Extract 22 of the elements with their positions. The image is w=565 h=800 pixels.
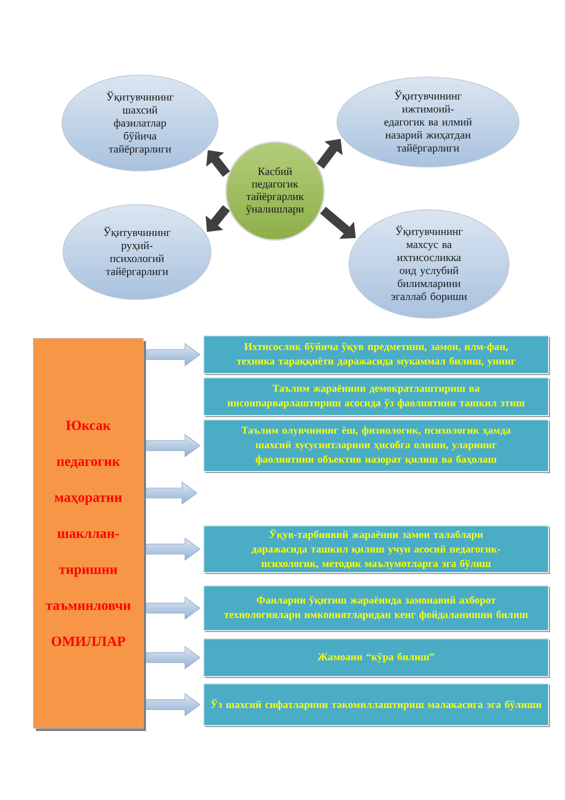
text-box: Ихтисослик бўйича ўқув предметини, замон, илм-фан, техника тараққиёти даражасида мукаммал билиш, унинг [203,335,550,375]
block-arrow [146,693,200,716]
text-box: Таълим олувчининг ёш, физиологик, психологик ҳамда шахсий хусусиятларини ҳисобга олиши, уларнинг фаолиятини объектив назорат қилиш ва баҳолаш [203,419,550,473]
block-arrow [146,481,198,505]
block-arrow [146,434,200,458]
thick-arrow [206,205,230,232]
text-box: Фанларни ўқитиш жараёнида замонавий ахборот технологиялари имкониятларидан кенг фойдаланишни билиш [203,585,550,632]
text-box: Таълим жараёнини демократлаштириш ва инсонпарварлаштириш асосида ўз фаолиятини ташкил этиш [203,377,550,417]
ellipse-bubble: Ўқитувчининг шахсий фазилатлар бўйича тайёргарлиги [62,74,218,172]
block-arrow [146,596,200,620]
ellipse-bubble: Ўқитувчининг руҳий-психологий тайёргарлиги [62,204,212,300]
factor-panel: Юксак педагогик маҳоратни шакллан-тиришни таъминловчи ОМИЛЛАР [33,338,146,731]
block-arrow [146,343,200,366]
text-box: Жамоани “кўра билиш” [203,638,550,678]
thick-arrow [206,150,230,177]
thick-arrow [320,206,356,239]
ellipse-bubble: Ўқитувчининг махсус ва ихтисосликка оид услубий билимларини эгаллаб бориши [348,209,510,319]
text-box: Ўқув-тарбиявий жараённи замон талаблари даражасида ташкил қилиш учун асосий педагогик-психологик, методик маълумотларга эга бўлиш [203,525,550,574]
text-box: Ўз шахсий сифатларини такомиллаштириш малакасига эга бўлиши [203,683,550,727]
ellipse-bubble: Ўқитувчининг ижтимоий-едагогик ва илмий назарий жиҳатдан тайёргарлиги [336,76,520,168]
block-arrow [146,646,200,670]
block-arrow [146,538,200,561]
